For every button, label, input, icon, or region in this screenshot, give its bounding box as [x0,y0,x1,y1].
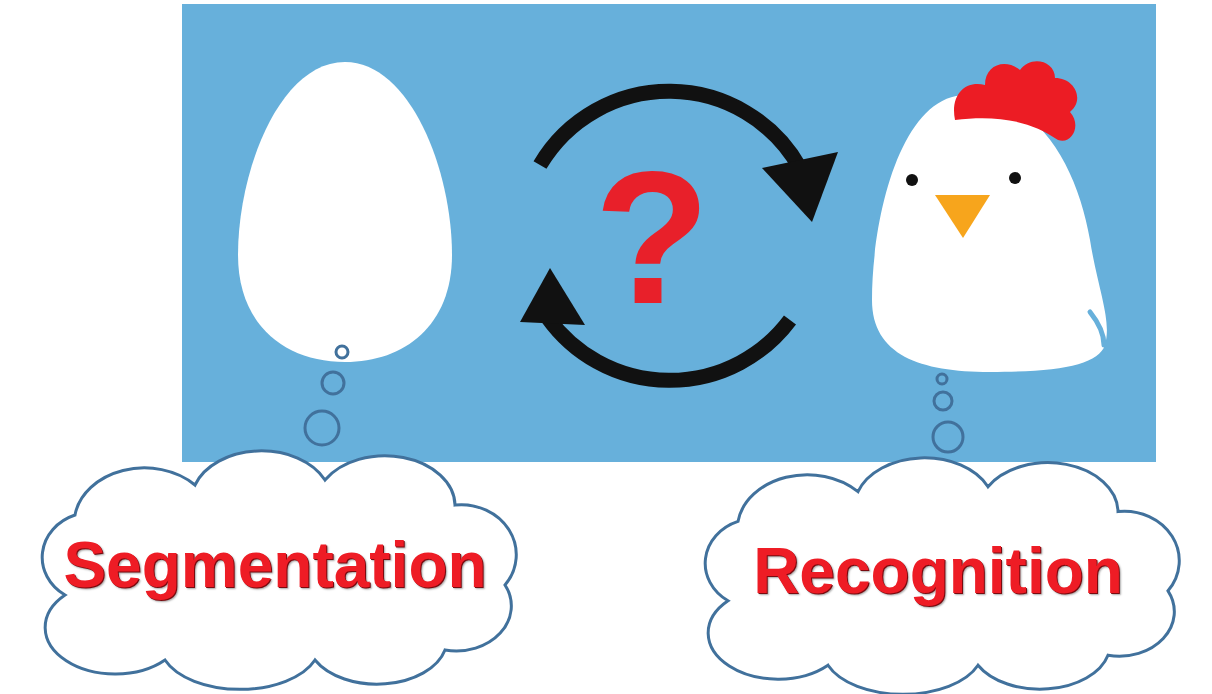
egg [238,62,452,362]
chicken-body [872,95,1107,372]
thought-bubble [937,374,947,384]
arrow-head [762,152,838,222]
chicken-wing [1090,312,1104,345]
chicken-beak [935,195,990,238]
cloud-shape [42,451,516,689]
thought-bubble [336,346,348,358]
chicken-comb [954,61,1077,141]
question-mark: ? [572,142,732,332]
cloud-text: Recognition [753,534,1123,608]
arrow-head [520,268,585,325]
chicken-eye [906,174,918,186]
cloud-text: Segmentation [63,528,486,602]
thought-bubble [933,422,963,452]
thought-cloud: Segmentation [5,445,545,685]
background-panel [182,4,1156,462]
thought-bubble [322,372,344,394]
thought-cloud: Recognition [668,452,1208,690]
thought-bubble [934,392,952,410]
thought-bubble [305,411,339,445]
chicken-eye [1009,172,1021,184]
cloud-shape [705,458,1179,694]
